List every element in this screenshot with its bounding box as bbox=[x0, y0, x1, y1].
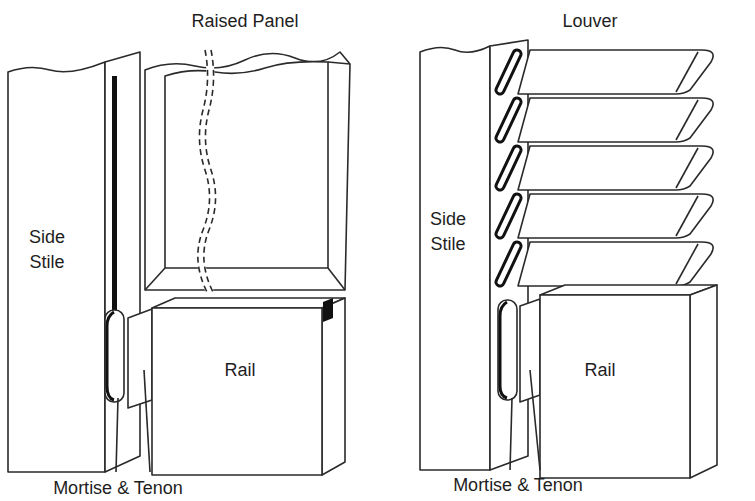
louver-slots bbox=[500, 54, 517, 282]
part-label: Mortise & Tenon bbox=[453, 474, 583, 496]
stile-front-face bbox=[420, 46, 490, 470]
louver-slat bbox=[518, 50, 713, 94]
leader-line bbox=[144, 370, 150, 472]
slat-edge bbox=[676, 148, 698, 188]
bevel-line bbox=[328, 268, 345, 290]
mortise-shadow bbox=[107, 312, 114, 400]
rail: Rail bbox=[540, 295, 690, 478]
rail-groove bbox=[323, 298, 333, 322]
tenon bbox=[128, 309, 152, 408]
louver-slat bbox=[518, 98, 713, 142]
louver-slot bbox=[500, 54, 517, 90]
leader-line bbox=[116, 398, 118, 472]
rail-front-face bbox=[540, 295, 690, 478]
stile-side-face bbox=[105, 52, 140, 472]
rail-top-face bbox=[540, 285, 717, 295]
part-name: Rail bbox=[570, 358, 630, 383]
bevel-line bbox=[328, 62, 350, 64]
rail-side-face bbox=[322, 298, 345, 475]
break-line bbox=[204, 50, 216, 292]
louver-slot bbox=[500, 198, 517, 234]
louver-slot bbox=[500, 54, 517, 90]
louver-slat bbox=[518, 194, 713, 238]
stile-side-face bbox=[490, 40, 528, 470]
rail: Rail bbox=[152, 308, 322, 475]
slat-edge bbox=[676, 244, 698, 284]
part-name: Side Stile bbox=[17, 225, 77, 275]
panel-outline bbox=[145, 52, 350, 290]
side-stile: Side Stile bbox=[420, 48, 490, 470]
figure-title: Louver bbox=[562, 10, 617, 32]
louver-slot bbox=[500, 150, 517, 186]
stile-front-face bbox=[8, 62, 105, 472]
louver-slot bbox=[500, 246, 517, 282]
louver-slot bbox=[500, 102, 517, 138]
leader-line bbox=[510, 398, 512, 470]
panel-field bbox=[165, 62, 328, 268]
bevel-line bbox=[145, 268, 165, 290]
tenon bbox=[520, 299, 540, 402]
mortise-shadow bbox=[500, 302, 507, 398]
rail-front-face bbox=[152, 308, 322, 475]
slat-edge bbox=[676, 196, 698, 236]
break-line bbox=[198, 50, 210, 292]
leader-line bbox=[530, 370, 540, 470]
louver-slot bbox=[500, 102, 517, 138]
louver-slat bbox=[518, 242, 713, 286]
slat-edge bbox=[676, 52, 698, 92]
louver-slot bbox=[500, 150, 517, 186]
mortise-slot bbox=[498, 300, 517, 400]
mortise-slot bbox=[105, 310, 124, 402]
louver-slot bbox=[500, 198, 517, 234]
part-name: Side Stile bbox=[418, 207, 478, 257]
panel-groove bbox=[112, 76, 117, 314]
side-stile: Side Stile bbox=[8, 70, 105, 472]
slat-edge bbox=[676, 100, 698, 140]
figure-title: Raised Panel bbox=[191, 10, 298, 32]
rail-top-face bbox=[152, 298, 345, 308]
part-label: Mortise & Tenon bbox=[53, 477, 183, 499]
rail-side-face bbox=[690, 285, 717, 478]
louver-slot bbox=[500, 246, 517, 282]
louver-slat bbox=[518, 146, 713, 190]
part-name: Rail bbox=[210, 358, 270, 383]
